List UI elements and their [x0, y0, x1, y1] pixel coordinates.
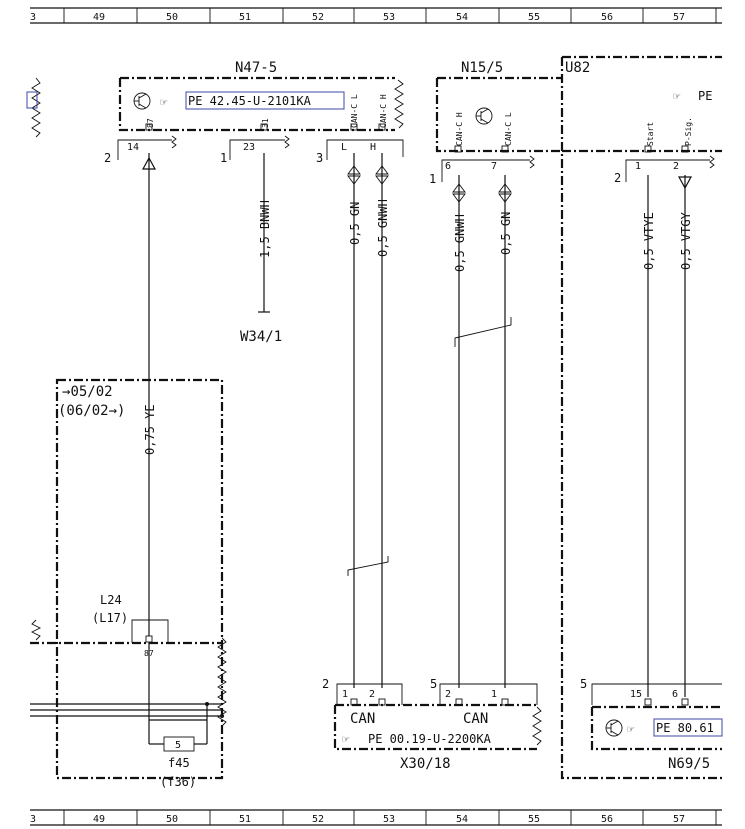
- wire-label-w7: 0,5 VTYE: [642, 212, 656, 270]
- pointing-hand-icon: ☞: [160, 95, 168, 109]
- n47-conn-num: 14: [127, 142, 139, 153]
- grid-top-col: 54: [456, 12, 468, 23]
- grid-bottom-col: 51: [239, 814, 251, 825]
- l24-alt: (L17): [92, 611, 128, 625]
- n15-conn-label: 1: [429, 172, 436, 186]
- x30-name: X30/18: [400, 756, 451, 772]
- grid-top-col: 53: [383, 12, 395, 23]
- n47-conn-label: 3: [316, 151, 323, 165]
- n47-conn-num: H: [370, 142, 376, 153]
- component-n15-5[interactable]: N15/5 CAN-C H CAN-C L 1 6 7: [429, 60, 562, 186]
- grid-top-col: 55: [528, 12, 540, 23]
- x30-conn-label: 2: [322, 677, 329, 691]
- component-n47-5[interactable]: N47-5 ☞ PE 42.45-U-2101KA 87 31 CAN-C L …: [104, 60, 404, 165]
- n47-conn-num: L: [341, 142, 347, 153]
- n69-conn-label: 5: [580, 677, 587, 691]
- l24-name: L24: [100, 593, 122, 607]
- n15-conn-num: 6: [445, 161, 451, 172]
- u82-conn-num: 2: [673, 161, 679, 172]
- u82-conn-num: 1: [635, 161, 641, 172]
- wire-label-w8: 0,5 VTGY: [679, 211, 693, 270]
- n15-pin: CAN-C L: [504, 112, 513, 146]
- top-grid-bar: 3 49 50 51 52 53 54 55 56 57: [30, 7, 722, 24]
- grid-top-col: 52: [312, 12, 324, 23]
- n15-conn-num: 7: [491, 161, 497, 172]
- w34-name: W34/1: [240, 329, 282, 345]
- n69-ref[interactable]: PE 80.61: [656, 721, 714, 735]
- n69-name: N69/5: [668, 756, 710, 772]
- f45-name: f45: [168, 756, 190, 770]
- n47-pin: CAN-C H: [379, 94, 388, 128]
- grid-bottom-col: 57: [673, 814, 685, 825]
- pointing-hand-icon: ☞: [627, 722, 635, 736]
- grid-bottom-col: 52: [312, 814, 324, 825]
- grid-bottom-col: 55: [528, 814, 540, 825]
- n47-pin: 31: [261, 118, 270, 128]
- bottom-grid-bar: 3 49 50 51 52 53 54 55 56 57: [30, 809, 722, 826]
- grid-bottom-col: 49: [93, 814, 105, 825]
- grid-top-col: 3: [30, 12, 36, 23]
- n69-pin: 15: [630, 689, 642, 700]
- n47-pin-stubs: [145, 123, 386, 131]
- n47-ref[interactable]: PE 42.45-U-2101KA: [188, 94, 312, 108]
- wire-label-w5: 0,5 GNWH: [453, 214, 467, 272]
- f45-value: 5: [175, 740, 181, 751]
- grid-bottom-col: 56: [601, 814, 613, 825]
- variant-box: →05/02 (06/02→): [55, 378, 224, 780]
- u82-conn-label: 2: [614, 171, 621, 185]
- n47-conn-num: 23: [243, 142, 255, 153]
- component-f45[interactable]: 5 f45 (f36): [148, 704, 208, 789]
- n47-pin: 87: [146, 118, 155, 128]
- u82-pin: Start: [646, 122, 655, 146]
- u82-ref[interactable]: PE: [698, 89, 712, 103]
- grid-top-col: 50: [166, 12, 178, 23]
- wire-group: 0,75 YE 1,5 BNWH 0,5 GN 0,5 GNWH 0,5 GNW…: [141, 153, 693, 720]
- pointing-hand-icon: ☞: [342, 732, 350, 746]
- f45-alt: (f36): [160, 775, 196, 789]
- u82-pin: P-Sig.: [684, 117, 693, 146]
- grid-bottom-col: 53: [383, 814, 395, 825]
- variant-from: →05/02: [62, 384, 113, 400]
- n15-pin: CAN-C H: [455, 112, 464, 146]
- grid-bottom-col: 50: [166, 814, 178, 825]
- variant-to: (06/02→): [58, 403, 125, 419]
- ground-w34-1[interactable]: W34/1: [240, 153, 282, 345]
- grid-top-col: 57: [673, 12, 685, 23]
- n47-name: N47-5: [235, 60, 277, 76]
- pointing-hand-icon: ☞: [673, 89, 681, 103]
- x30-pin: 1: [342, 689, 348, 700]
- transistor-icon: [133, 92, 151, 110]
- wire-label-w3: 0,5 GN: [348, 202, 362, 245]
- grid-bottom-col: 3: [30, 814, 36, 825]
- component-u82[interactable]: U82 ☞ PE Start P-Sig. 2 1 2: [560, 55, 722, 780]
- left-edge-fragments: [26, 77, 227, 727]
- grid-bottom-col: 54: [456, 814, 468, 825]
- n15-name: N15/5: [461, 60, 503, 76]
- grid-top-col: 49: [93, 12, 105, 23]
- n47-conn-label: 1: [220, 151, 227, 165]
- wire-label-w4: 0,5 GNWH: [376, 199, 390, 257]
- wire-label-w1: 0,75 YE: [143, 404, 157, 455]
- x30-pin: 2: [445, 689, 451, 700]
- x30-conn-label: 5: [430, 677, 437, 691]
- transistor-icon: [475, 107, 493, 125]
- wire-label-w2: 1,5 BNWH: [258, 200, 272, 258]
- component-x30-18[interactable]: 2 1 2 5 2 1 CAN CAN ☞ PE 00.19-U-2200KA …: [322, 677, 542, 772]
- transistor-icon: [605, 719, 623, 737]
- u82-name: U82: [565, 60, 590, 76]
- grid-top-col: 51: [239, 12, 251, 23]
- x30-can-left: CAN: [350, 711, 375, 727]
- component-n69-5[interactable]: 5 15 6 ☞ PE 80.61 N69/5: [580, 677, 723, 772]
- grid-top-col: 56: [601, 12, 613, 23]
- n69-pin: 6: [672, 689, 678, 700]
- x30-pin: 1: [491, 689, 497, 700]
- n47-conn-label: 2: [104, 151, 111, 165]
- n47-pin: CAN-C L: [350, 94, 359, 128]
- component-l24[interactable]: L24 (L17) 87: [92, 593, 169, 658]
- x30-ref[interactable]: PE 00.19-U-2200KA: [368, 732, 492, 746]
- x30-can-right: CAN: [463, 711, 488, 727]
- x30-pin: 2: [369, 689, 375, 700]
- wire-label-w6: 0,5 GN: [499, 212, 513, 255]
